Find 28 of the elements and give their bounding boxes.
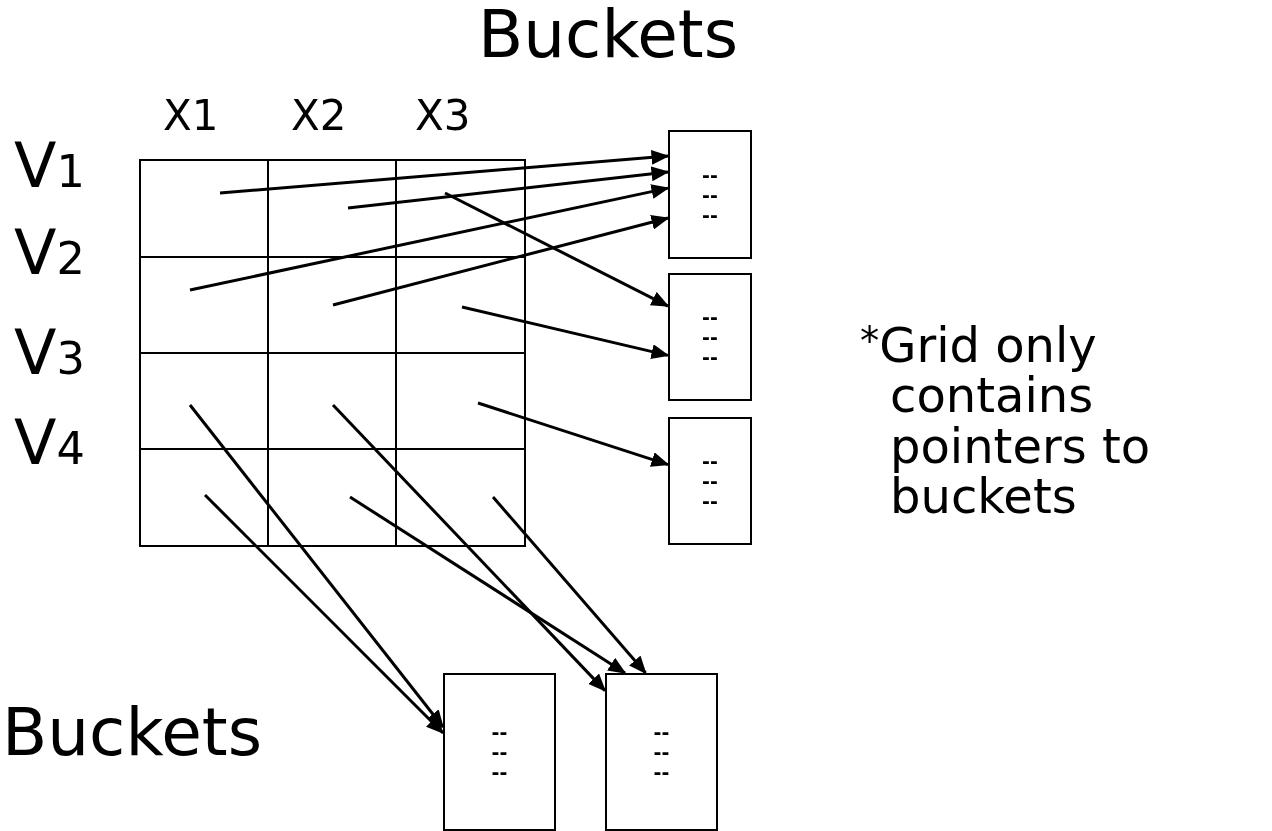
grid-table bbox=[139, 159, 526, 547]
arrow bbox=[332, 214, 670, 307]
slot-list: -- -- -- bbox=[700, 451, 720, 511]
note: $^{*}$Grid only contains pointers to buckets bbox=[860, 320, 1152, 522]
arrow bbox=[461, 305, 670, 359]
arrow bbox=[188, 404, 445, 729]
arrow bbox=[444, 191, 670, 308]
arrow bbox=[219, 149, 670, 195]
column-label: X1 bbox=[163, 95, 219, 137]
bucket-box bbox=[668, 130, 752, 259]
arrow bbox=[347, 166, 670, 210]
bucket-box bbox=[668, 417, 752, 545]
arrow bbox=[203, 493, 445, 735]
heading: Buckets bbox=[478, 2, 739, 68]
slot-list: -- -- -- bbox=[489, 722, 510, 782]
bucket-box bbox=[668, 273, 752, 401]
column-label: X3 bbox=[415, 95, 471, 137]
arrow bbox=[349, 495, 627, 675]
column-label: X2 bbox=[291, 95, 347, 137]
bucket-box bbox=[605, 673, 718, 831]
arrow bbox=[189, 184, 670, 292]
slot-list: -- -- -- bbox=[700, 307, 720, 367]
slot-list: -- -- -- bbox=[700, 164, 720, 225]
bucket-box bbox=[443, 673, 556, 831]
arrow bbox=[477, 401, 670, 467]
arrow bbox=[491, 496, 647, 675]
heading: Buckets bbox=[2, 700, 263, 766]
slot-list: -- -- -- bbox=[651, 722, 672, 782]
